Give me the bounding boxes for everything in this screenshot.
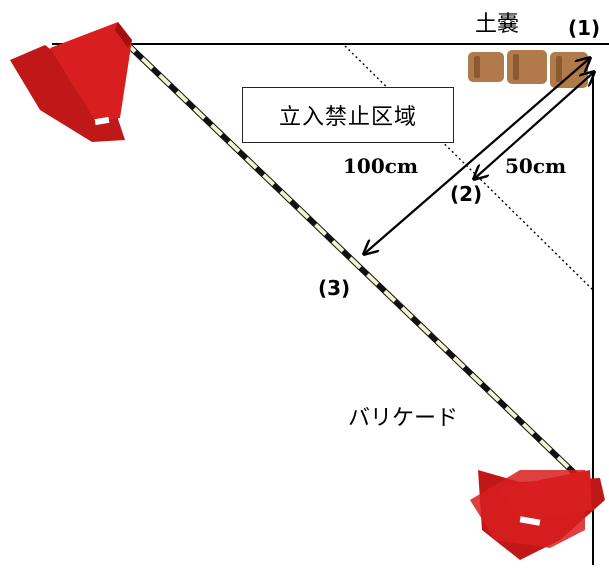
distance-100cm-label: 100cm <box>343 154 419 178</box>
point-3-label: (3) <box>318 276 351 300</box>
restricted-area-label: 立入禁止区域 <box>278 105 417 130</box>
cone-top-left <box>10 22 132 142</box>
barricade-label: バリケード <box>348 406 459 431</box>
point-2-label: (2) <box>450 182 483 206</box>
sandbags <box>468 50 588 88</box>
barricade-pole <box>122 39 593 491</box>
restricted-area-box: 立入禁止区域 <box>242 87 454 143</box>
distance-50cm-label: 50cm <box>505 154 567 178</box>
point-1-label: (1) <box>568 16 601 40</box>
cone-bottom-right <box>470 470 605 560</box>
sandbag-label: 土嚢 <box>475 12 520 37</box>
arrow-50cm <box>474 72 594 179</box>
